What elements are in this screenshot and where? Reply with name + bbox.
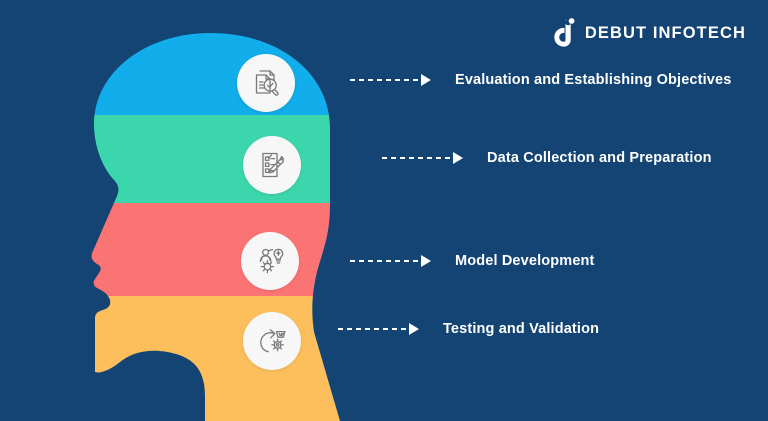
dashed-line-2 <box>382 157 454 159</box>
refresh-gear-shield-icon <box>243 312 301 370</box>
head-silhouette-graphic <box>91 33 341 421</box>
band-amber <box>91 296 341 421</box>
person-gear-bulb-icon <box>241 232 299 290</box>
band-cyan <box>91 33 341 115</box>
connector-row-4: Testing and Validation <box>338 319 599 339</box>
step-label-1: Evaluation and Establishing Objectives <box>455 72 732 88</box>
band-coral <box>91 203 341 296</box>
connector-row-1: Evaluation and Establishing Objectives <box>350 70 731 90</box>
document-search-check-icon <box>237 54 295 112</box>
brand-logo: DEBUT INFOTECH <box>550 18 746 48</box>
dashed-line-1 <box>350 79 422 81</box>
arrow-head-icon-2 <box>453 152 463 164</box>
band-teal <box>91 115 341 203</box>
connector-row-3: Model Development <box>350 251 595 271</box>
connector-row-2: Data Collection and Preparation <box>382 148 712 168</box>
dashed-line-3 <box>350 260 422 262</box>
arrow-head-icon-1 <box>421 74 431 86</box>
step-label-2: Data Collection and Preparation <box>487 150 712 166</box>
step-label-3: Model Development <box>455 253 595 269</box>
arrow-head-icon-4 <box>409 323 419 335</box>
dashed-line-4 <box>338 328 410 330</box>
checklist-pen-icon <box>243 136 301 194</box>
arrow-head-icon-3 <box>421 255 431 267</box>
debut-d-mark-icon <box>550 18 576 48</box>
brand-name: DEBUT INFOTECH <box>584 23 746 42</box>
step-label-4: Testing and Validation <box>443 321 600 337</box>
